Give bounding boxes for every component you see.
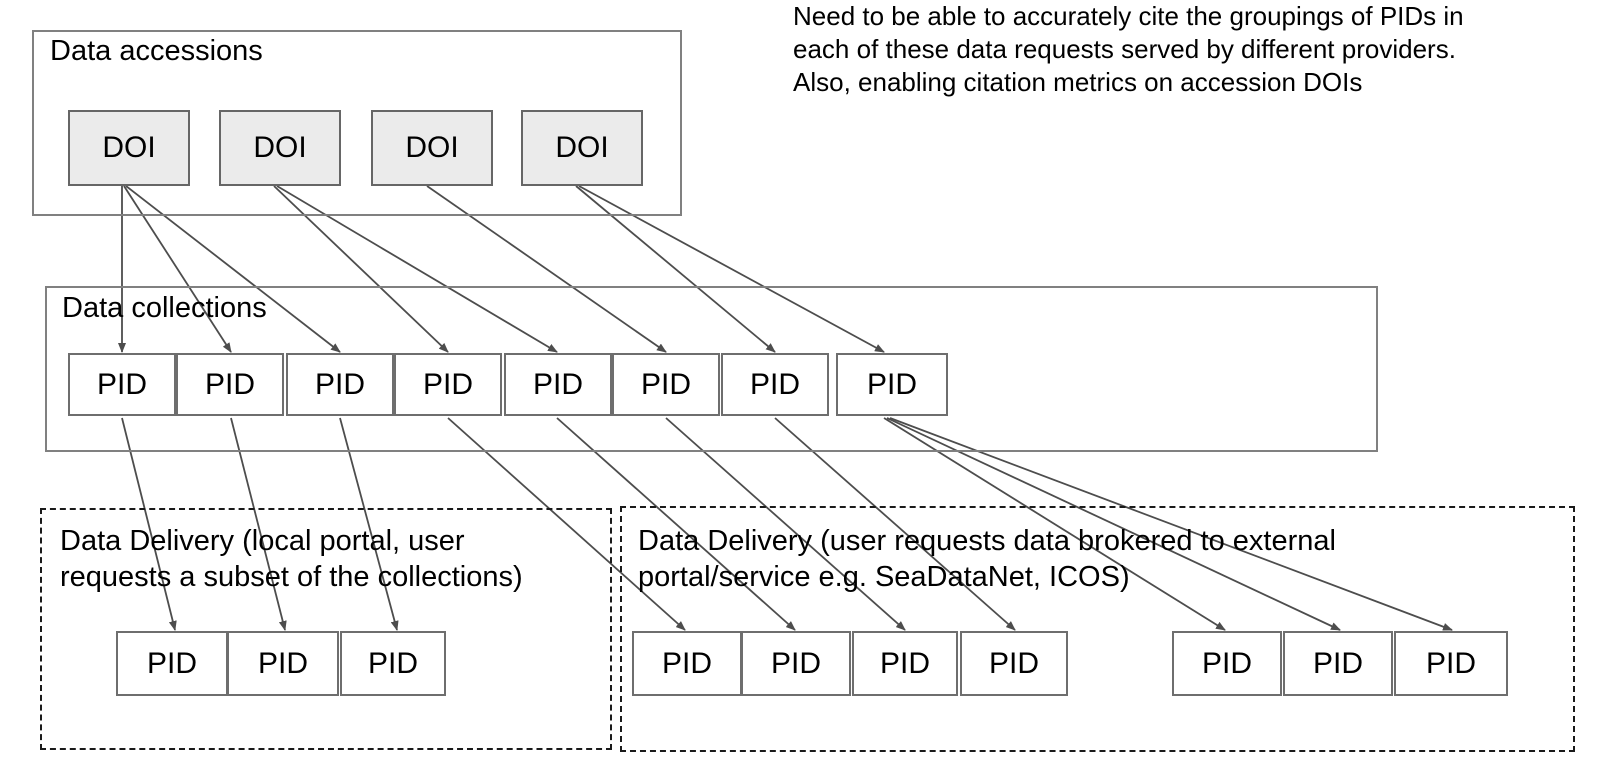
collection-pid-3[interactable]: PID [286,353,394,416]
doi-node-3-label: DOI [405,131,459,164]
brokered-delivery-pid-6-label: PID [1312,646,1363,680]
group-label-data-delivery-brokered: Data Delivery (user requests data broker… [638,525,1336,593]
group-label-data-collections: Data collections [62,292,267,324]
collection-pid-6[interactable]: PID [612,353,720,416]
brokered-delivery-pid-3[interactable]: PID [852,631,958,696]
brokered-delivery-pid-4-label: PID [988,646,1039,680]
doi-node-4[interactable]: DOI [521,110,643,186]
brokered-delivery-pid-2[interactable]: PID [741,631,851,696]
brokered-delivery-pid-5[interactable]: PID [1172,631,1282,696]
collection-pid-1-label: PID [96,367,147,401]
annotation-text: Need to be able to accurately cite the g… [793,1,1464,97]
local-delivery-pid-2[interactable]: PID [227,631,339,696]
doi-node-1-label: DOI [102,131,156,164]
collection-pid-5[interactable]: PID [504,353,612,416]
collection-pid-5-label: PID [532,367,583,401]
collection-pid-6-label: PID [640,367,691,401]
doi-node-3[interactable]: DOI [371,110,493,186]
collection-pid-2-label: PID [204,367,255,401]
collection-pid-8[interactable]: PID [836,353,948,416]
collection-pid-4[interactable]: PID [394,353,502,416]
brokered-delivery-pid-2-label: PID [770,646,821,680]
group-label-data-delivery-local: Data Delivery (local portal, user reques… [60,525,523,593]
brokered-delivery-pid-6[interactable]: PID [1283,631,1393,696]
group-data-delivery-local [40,508,612,750]
brokered-delivery-pid-4[interactable]: PID [960,631,1068,696]
doi-node-2[interactable]: DOI [219,110,341,186]
local-delivery-pid-2-label: PID [257,646,308,680]
brokered-delivery-pid-5-label: PID [1201,646,1252,680]
doi-node-4-label: DOI [555,131,609,164]
local-delivery-pid-3[interactable]: PID [340,631,446,696]
local-delivery-pid-3-label: PID [367,646,418,680]
collection-pid-2[interactable]: PID [176,353,284,416]
brokered-delivery-pid-7[interactable]: PID [1394,631,1508,696]
brokered-delivery-pid-3-label: PID [879,646,930,680]
collection-pid-7[interactable]: PID [721,353,829,416]
brokered-delivery-pid-7-label: PID [1425,646,1476,680]
collection-pid-1[interactable]: PID [68,353,176,416]
collection-pid-3-label: PID [314,367,365,401]
group-label-data-accessions: Data accessions [50,35,263,67]
brokered-delivery-pid-1-label: PID [661,646,712,680]
collection-pid-8-label: PID [866,367,917,401]
collection-pid-7-label: PID [749,367,800,401]
collection-pid-4-label: PID [422,367,473,401]
local-delivery-pid-1-label: PID [146,646,197,680]
doi-node-2-label: DOI [253,131,307,164]
group-data-delivery-brokered [620,506,1575,752]
group-data-accessions [32,30,682,216]
group-data-collections [45,286,1378,452]
local-delivery-pid-1[interactable]: PID [116,631,228,696]
brokered-delivery-pid-1[interactable]: PID [632,631,742,696]
doi-node-1[interactable]: DOI [68,110,190,186]
